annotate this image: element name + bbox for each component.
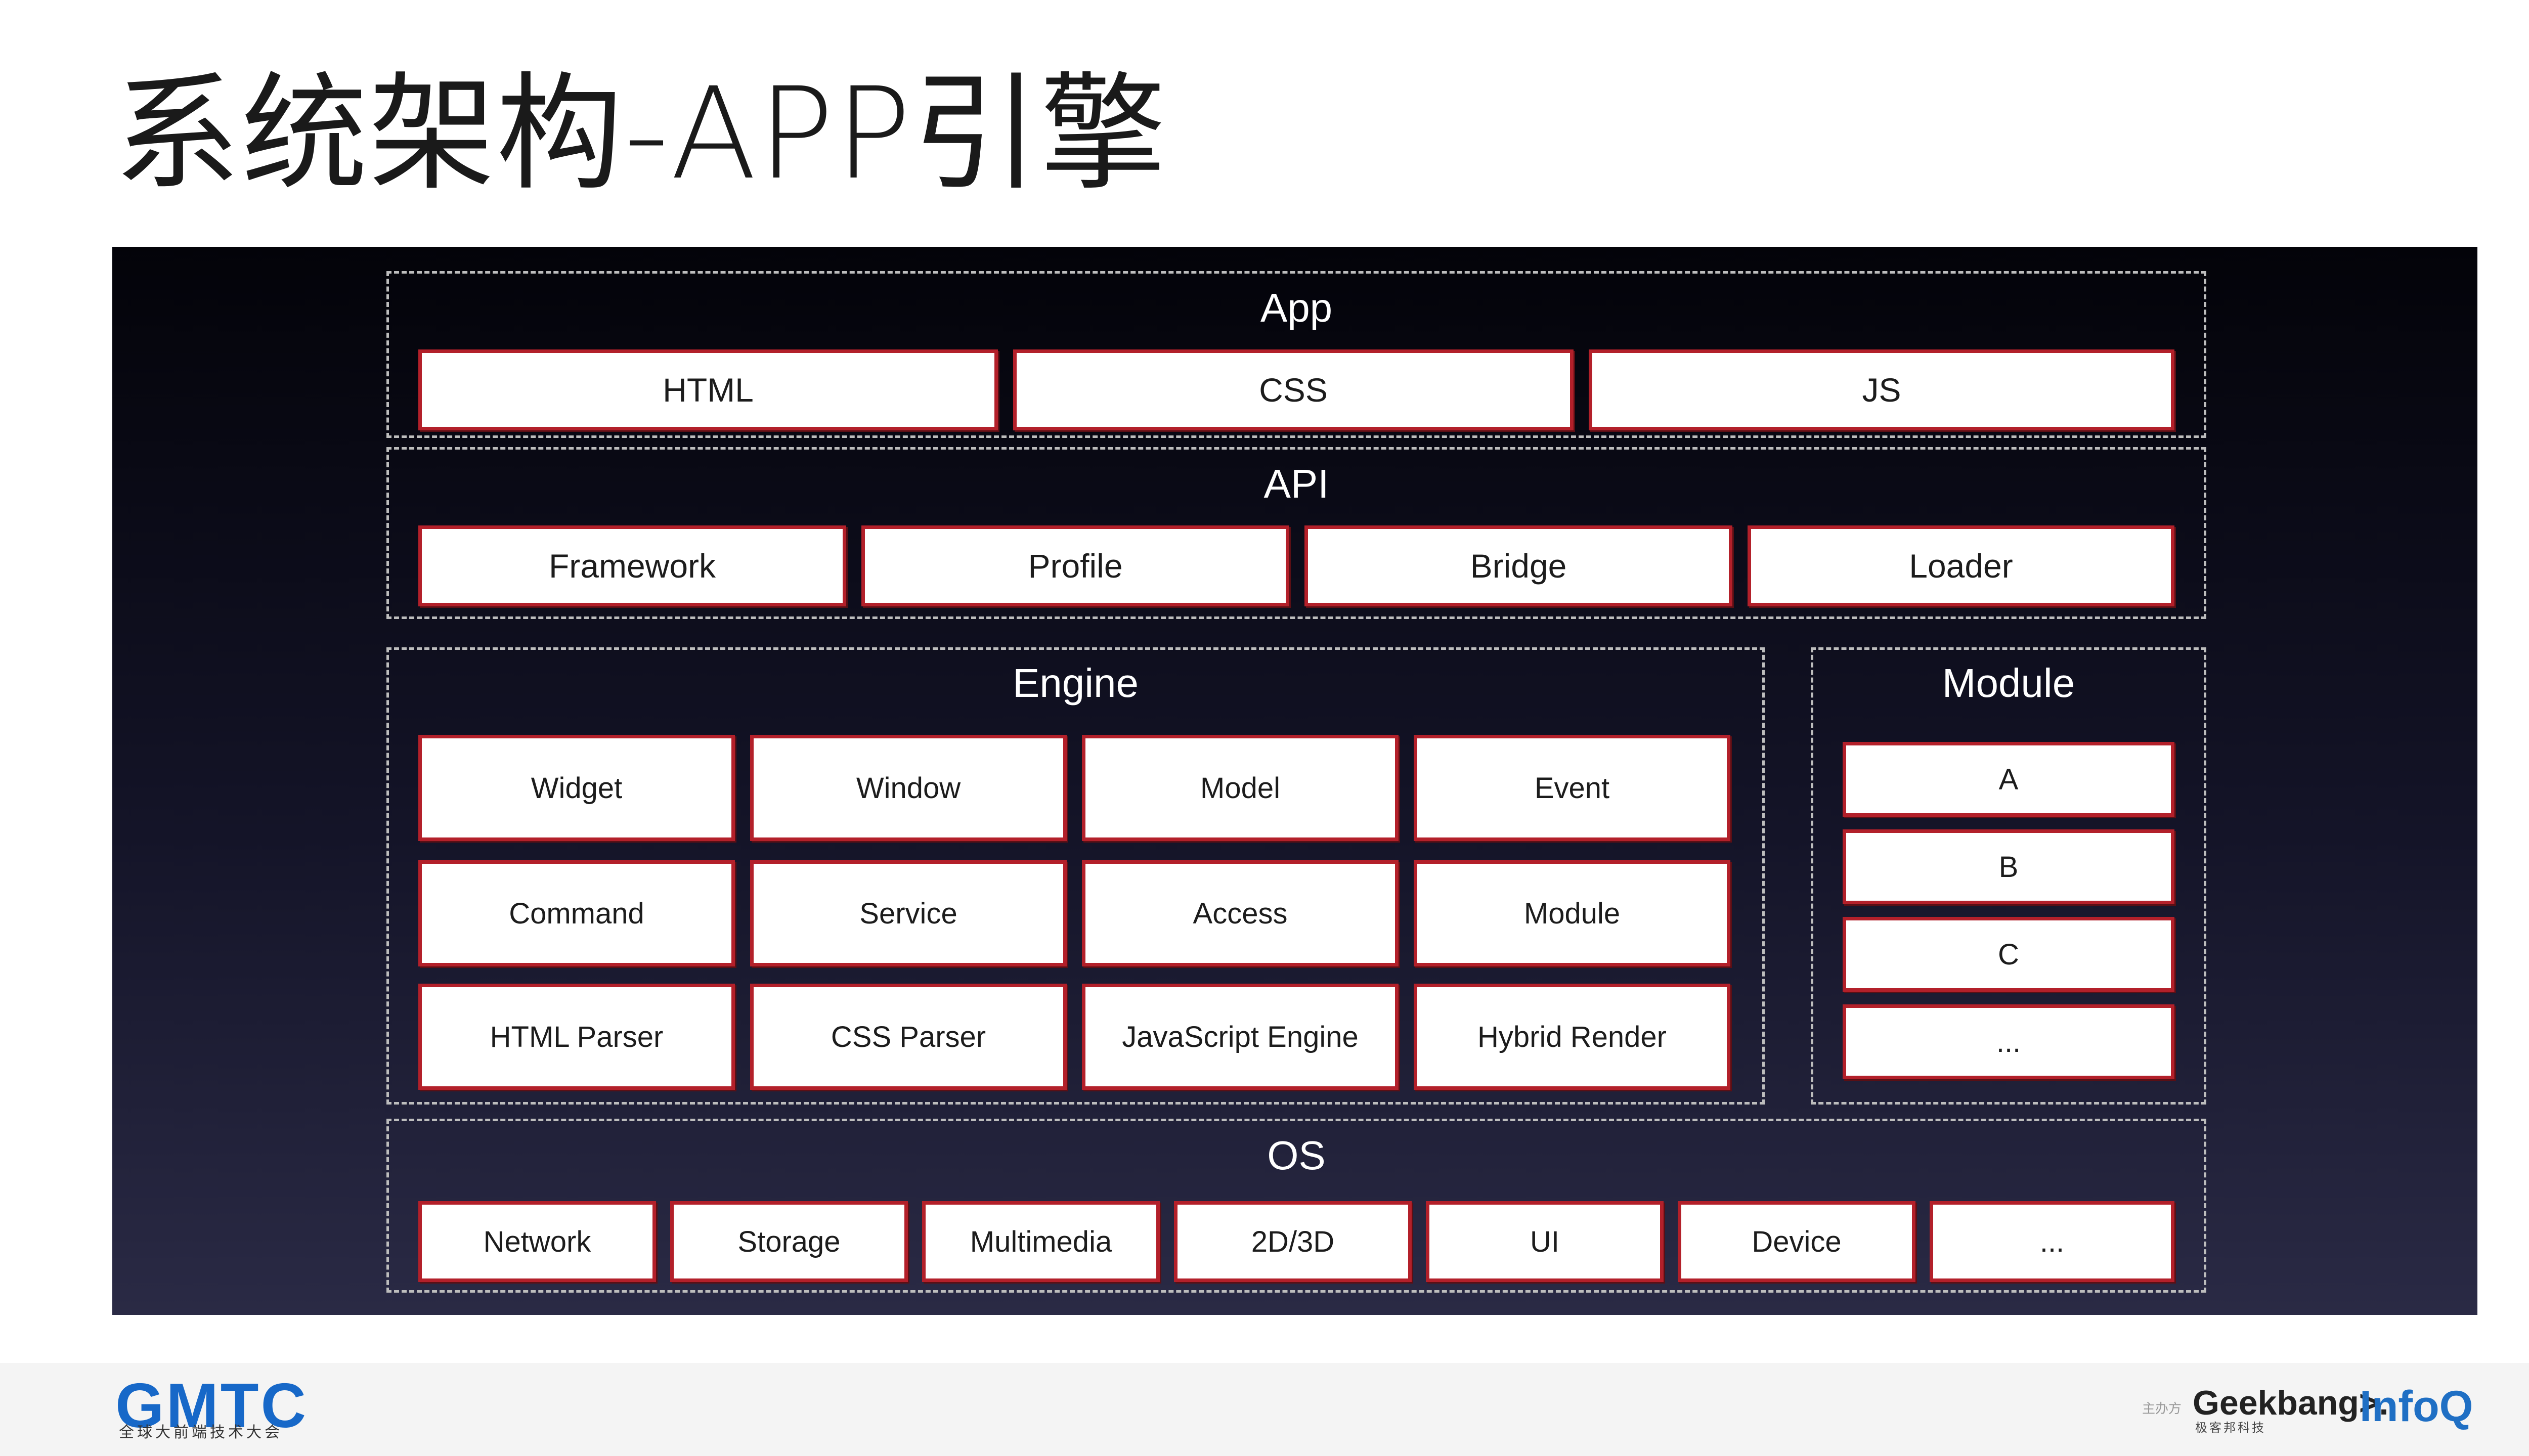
os-item-storage: Storage: [670, 1201, 908, 1282]
engine-item-hybrid-render: Hybrid Render: [1414, 984, 1730, 1090]
app-item-css: CSS: [1013, 349, 1574, 430]
engine-item-access: Access: [1082, 860, 1399, 966]
engine-item-window: Window: [750, 735, 1067, 841]
engine-layer: Engine Widget Window Model Event Command…: [386, 647, 1765, 1105]
host-label: 主办方: [2142, 1401, 2182, 1416]
engine-item-model: Model: [1082, 735, 1399, 841]
engine-item-html-parser: HTML Parser: [418, 984, 735, 1090]
engine-item-widget: Widget: [418, 735, 735, 841]
engine-layer-title: Engine: [1012, 660, 1139, 705]
module-layer: Module A B C ...: [1811, 647, 2206, 1105]
os-layer-title: OS: [1267, 1133, 1326, 1178]
api-item-framework: Framework: [418, 525, 846, 606]
slide-title: 系统架构-APP引擎: [114, 60, 1167, 207]
gmtc-logo: GMTC: [115, 1371, 309, 1441]
os-item-multimedia: Multimedia: [922, 1201, 1160, 1282]
api-item-bridge: Bridge: [1304, 525, 1732, 606]
infoq-logo: InfoQ: [2360, 1382, 2473, 1431]
geekbang-logo: Geekbang>.: [2193, 1384, 2389, 1422]
module-item-more: ...: [1843, 1004, 2174, 1079]
os-item-device: Device: [1678, 1201, 1915, 1282]
os-item-network: Network: [418, 1201, 656, 1282]
app-item-html: HTML: [418, 349, 998, 430]
architecture-diagram: App HTML CSS JS API Framework Profile Br…: [112, 247, 2477, 1315]
os-item-more: ...: [1930, 1201, 2174, 1282]
api-item-loader: Loader: [1748, 525, 2174, 606]
engine-item-event: Event: [1414, 735, 1730, 841]
api-layer-title: API: [1263, 461, 1329, 506]
module-layer-title: Module: [1942, 660, 2075, 705]
gmtc-subtitle: 全球大前端技术大会: [119, 1424, 283, 1441]
os-item-2d-3d: 2D/3D: [1174, 1201, 1412, 1282]
geekbang-subtitle: 极客邦科技: [2195, 1421, 2266, 1435]
footer-bar: [0, 1363, 2529, 1456]
api-layer: API Framework Profile Bridge Loader: [386, 447, 2206, 619]
api-item-profile: Profile: [861, 525, 1289, 606]
engine-item-command: Command: [418, 860, 735, 966]
os-item-ui: UI: [1426, 1201, 1664, 1282]
engine-item-javascript-engine: JavaScript Engine: [1082, 984, 1399, 1090]
engine-item-css-parser: CSS Parser: [750, 984, 1067, 1090]
module-item-b: B: [1843, 829, 2174, 904]
engine-item-module: Module: [1414, 860, 1730, 966]
module-item-a: A: [1843, 742, 2174, 817]
module-item-c: C: [1843, 917, 2174, 992]
os-layer: OS Network Storage Multimedia 2D/3D UI D…: [386, 1119, 2206, 1293]
app-item-js: JS: [1589, 349, 2174, 430]
app-layer-title: App: [1260, 285, 1333, 330]
app-layer: App HTML CSS JS: [386, 271, 2206, 438]
engine-item-service: Service: [750, 860, 1067, 966]
